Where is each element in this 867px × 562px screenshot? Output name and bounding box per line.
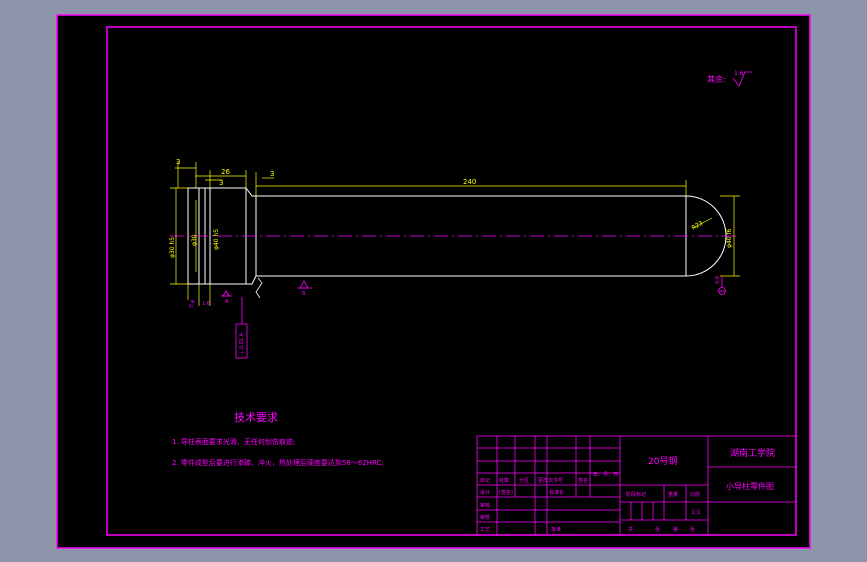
- title-school: 湖南工学院: [730, 447, 775, 459]
- roughness-note-label: 其余:: [707, 74, 726, 84]
- title-block: [476, 435, 797, 536]
- small-mark-2: 1.6: [202, 301, 210, 307]
- dim-step-c: 3: [270, 170, 274, 178]
- dim-shank-diameter: φ40 h5: [213, 229, 220, 250]
- title-block-texts: 20号钢 湖南工学院 小导柱零件图 1:1 标记 处数 分区 更改文件号 签名 …: [480, 447, 775, 533]
- roughness-note: 其余: 1.6: [707, 70, 752, 87]
- design-row-design: 设计: [480, 489, 490, 496]
- datum-b: B: [297, 280, 312, 297]
- surface-marks: 0.8 1.6 0.8: [188, 276, 721, 309]
- tech-requirement-item-2: 2. 零件成型后要进行渗碳、淬火，热处理后硬度要达到58～62HRC;: [172, 458, 384, 467]
- tech-requirements-title: 技术要求: [234, 411, 278, 424]
- row-label-change-doc: 更改文件号: [538, 477, 563, 484]
- title-part-name: 小导柱零件图: [726, 481, 774, 491]
- dim-end-diameter: φ40 f6: [726, 228, 733, 248]
- leader-marker: [718, 276, 726, 295]
- stage-label-scale: 比例: [690, 491, 700, 498]
- left-label-review-1: 审核: [480, 502, 490, 509]
- datum-a: A: [221, 290, 232, 305]
- tolerance-frame-box: [235, 323, 248, 359]
- datum-b-label: B: [302, 291, 306, 297]
- sheet-background: [57, 15, 810, 548]
- title-material: 20号钢: [648, 455, 677, 467]
- sheet-info-sheets-2: 张: [690, 526, 695, 533]
- left-label-process: 工艺: [480, 527, 490, 533]
- stage-label-weight: 重量: [668, 491, 678, 498]
- tech-requirements: 技术要求 1. 导柱表面要求光滑、无任何划伤痕迹; 2. 零件成型后要进行渗碳、…: [172, 411, 384, 467]
- tech-requirement-item-1: 1. 导柱表面要求光滑、无任何划伤痕迹;: [172, 437, 295, 446]
- roughness-note-value: 1.6: [734, 70, 744, 77]
- small-mark-3: 0.8: [715, 276, 721, 284]
- design-row-standard: 标准化: [549, 489, 564, 496]
- roughness-symbol-icon: [732, 71, 752, 87]
- tolerance-frame-text: ⊥ 0.01 A: [239, 332, 245, 355]
- dimension-lines: [170, 162, 740, 306]
- inner-frame: [106, 26, 797, 536]
- row-label-sign: 签名: [578, 477, 588, 484]
- section-mark-icon: [255, 277, 263, 299]
- title-scale: 1:1: [691, 509, 701, 516]
- dimension-texts: 3 26 3 3 240 φ30 h5 φ30 φ40 h5 R23 φ40 f…: [169, 158, 733, 258]
- row-label-count: 处数: [499, 477, 509, 484]
- dim-head-diameter: φ30 h5: [169, 237, 176, 258]
- tolerance-frame: ⊥ 0.01 A: [235, 297, 248, 359]
- sheet-info-sheets-1: 张: [655, 526, 660, 533]
- row-label-zone: 分区: [519, 477, 529, 484]
- dim-step-a: 3: [176, 158, 180, 166]
- dim-head-length: 26: [221, 168, 230, 176]
- dim-step-b: 3: [219, 179, 223, 187]
- dim-length-total: 240: [463, 178, 476, 186]
- stage-label-stage: 阶段标记: [626, 491, 646, 498]
- sheet-info-no: 第: [673, 526, 678, 533]
- approve-label: 批准: [551, 526, 561, 533]
- design-row-sign: (签名): [499, 489, 513, 496]
- small-mark-1: 0.8: [188, 299, 196, 309]
- row-label-mark: 标记: [480, 477, 490, 484]
- datum-a-label: A: [225, 299, 229, 305]
- sheet-info-total: 共: [628, 526, 633, 533]
- row-label-date: 年、月、日: [593, 471, 618, 478]
- outer-frame: [56, 14, 811, 549]
- left-label-review-2: 审核: [480, 514, 490, 521]
- dim-head-bore: φ30: [191, 234, 198, 246]
